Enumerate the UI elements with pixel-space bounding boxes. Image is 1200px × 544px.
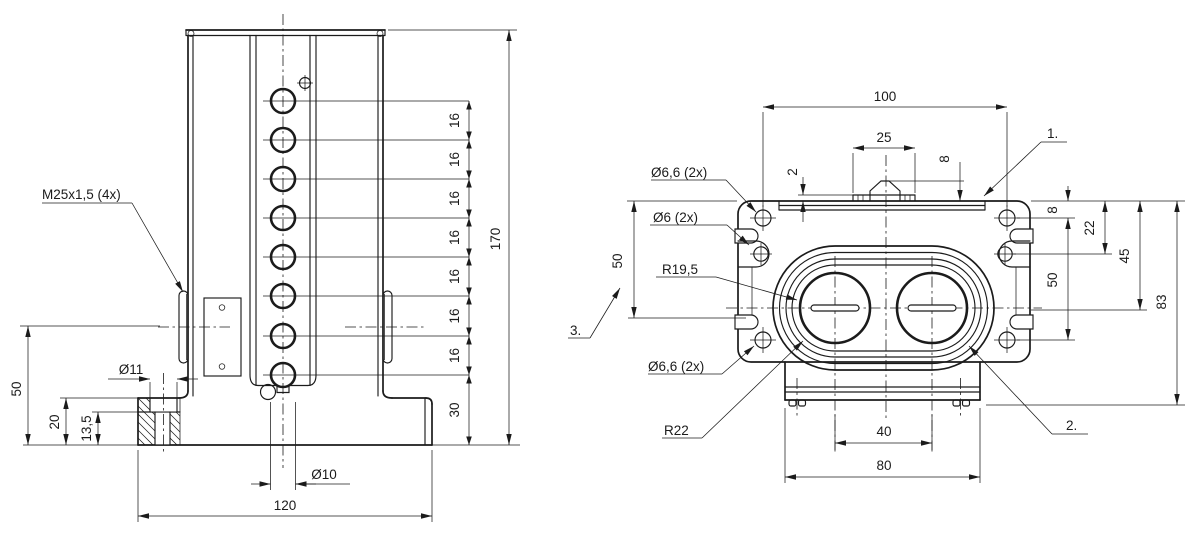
dim-total-83: 83 xyxy=(1154,201,1180,405)
note-text: 1. xyxy=(1047,126,1058,141)
dim-text: 50 xyxy=(1045,272,1060,287)
dim-text: 16 xyxy=(447,191,462,206)
dim-text: 40 xyxy=(876,424,891,439)
base-small-hole xyxy=(259,383,277,401)
callout-text: Ø11 xyxy=(119,362,144,377)
hole-leader-lines xyxy=(263,100,469,376)
dim-text: 22 xyxy=(1082,220,1097,235)
callout-text: R19,5 xyxy=(662,262,698,277)
dim-text: 16 xyxy=(447,308,462,323)
callout-radius-inner: R19,5 xyxy=(656,262,798,301)
callout-thread: M25x1,5 (4x) xyxy=(42,187,184,293)
callout-text: M25x1,5 (4x) xyxy=(42,187,121,202)
dim-boss-center-height: 50 xyxy=(9,325,160,445)
dim-side-22: 22 xyxy=(1082,201,1108,254)
dim-text: 83 xyxy=(1154,294,1169,309)
note-1: 1. xyxy=(983,126,1067,197)
dim-text: 80 xyxy=(876,458,891,473)
callout-radius-outer: R22 xyxy=(662,340,804,439)
callout-corner-holes-bottom: Ø6,6 (2x) xyxy=(648,345,755,375)
body-outline xyxy=(737,200,1031,363)
side-holes xyxy=(750,243,1016,265)
label-plate xyxy=(203,297,242,377)
dim-hole-d10: Ø10 xyxy=(251,402,350,490)
dim-text: 100 xyxy=(874,89,897,104)
extension-lines xyxy=(627,200,1185,406)
dim-span-100: 100 xyxy=(762,89,1008,207)
callout-text: Ø6 (2x) xyxy=(653,210,698,225)
column-top-cap xyxy=(185,29,386,37)
dim-left-50: 50 xyxy=(610,201,637,318)
dim-text: 30 xyxy=(447,402,462,417)
dim-text: 170 xyxy=(488,228,503,251)
dim-text: 8 xyxy=(937,155,952,163)
mounting-holes xyxy=(269,87,297,389)
dim-bores-40: 40 xyxy=(834,415,933,450)
dim-text: 13,5 xyxy=(79,415,94,441)
dim-feet-80: 80 xyxy=(784,408,981,483)
dim-text: 8 xyxy=(1045,206,1060,214)
note-text: 3. xyxy=(570,323,581,338)
dim-tab-25: 25 xyxy=(852,130,916,193)
note-3: 3. xyxy=(568,287,621,339)
note-text: 2. xyxy=(1066,418,1077,433)
dim-counterbore-depth: 13,5 xyxy=(79,411,150,445)
screw-slot-left xyxy=(810,304,860,312)
dim-text: 16 xyxy=(447,152,462,167)
dim-text: 45 xyxy=(1117,248,1132,263)
position-marker-icon xyxy=(297,75,313,91)
dim-text: 16 xyxy=(447,348,462,363)
dim-center-45: 45 xyxy=(1117,201,1143,310)
note-2: 2. xyxy=(968,345,1088,435)
dim-text: 16 xyxy=(447,230,462,245)
bores xyxy=(798,271,969,345)
callout-text: Ø10 xyxy=(311,467,337,482)
callout-text: R22 xyxy=(664,423,689,438)
dim-text: 25 xyxy=(876,130,891,145)
dim-text: 120 xyxy=(274,498,297,513)
callout-corner-holes-top: Ø6,6 (2x) xyxy=(651,165,757,213)
dim-text: 2 xyxy=(785,168,800,176)
dim-bore-d11: Ø11 xyxy=(108,362,198,398)
dim-total-height: 170 xyxy=(388,29,517,445)
dim-text: 50 xyxy=(9,381,24,396)
bottom-extension xyxy=(784,361,981,416)
dim-base-width: 120 xyxy=(137,450,433,522)
callout-text: Ø6,6 (2x) xyxy=(651,165,707,180)
dim-text: 16 xyxy=(447,113,462,128)
top-strip xyxy=(778,200,986,211)
top-view: 100 25 8 2 8 50 xyxy=(568,89,1185,483)
dim-hole-pitch-ladder: 16 16 16 16 16 16 16 30 xyxy=(447,101,472,445)
dim-tab-height-8: 8 xyxy=(889,155,964,201)
front-view: 50 20 13,5 Ø11 Ø10 xyxy=(9,14,520,522)
dim-text: 50 xyxy=(610,253,625,268)
dim-text: 20 xyxy=(47,414,62,429)
dim-text: 16 xyxy=(447,269,462,284)
dim-span-50-vertical: 50 xyxy=(1045,218,1071,340)
slot-outlines xyxy=(772,245,995,371)
corner-holes xyxy=(750,205,1020,353)
dim-flange-height: 20 xyxy=(47,397,140,445)
base-flange xyxy=(137,373,433,455)
screw-slot-right xyxy=(907,304,957,312)
clamp-tab xyxy=(852,180,916,202)
callout-text: Ø6,6 (2x) xyxy=(648,359,704,374)
dim-edge-8: 8 xyxy=(1045,186,1071,214)
callout-side-holes: Ø6 (2x) xyxy=(650,210,750,246)
dim-recess-2: 2 xyxy=(785,168,853,222)
